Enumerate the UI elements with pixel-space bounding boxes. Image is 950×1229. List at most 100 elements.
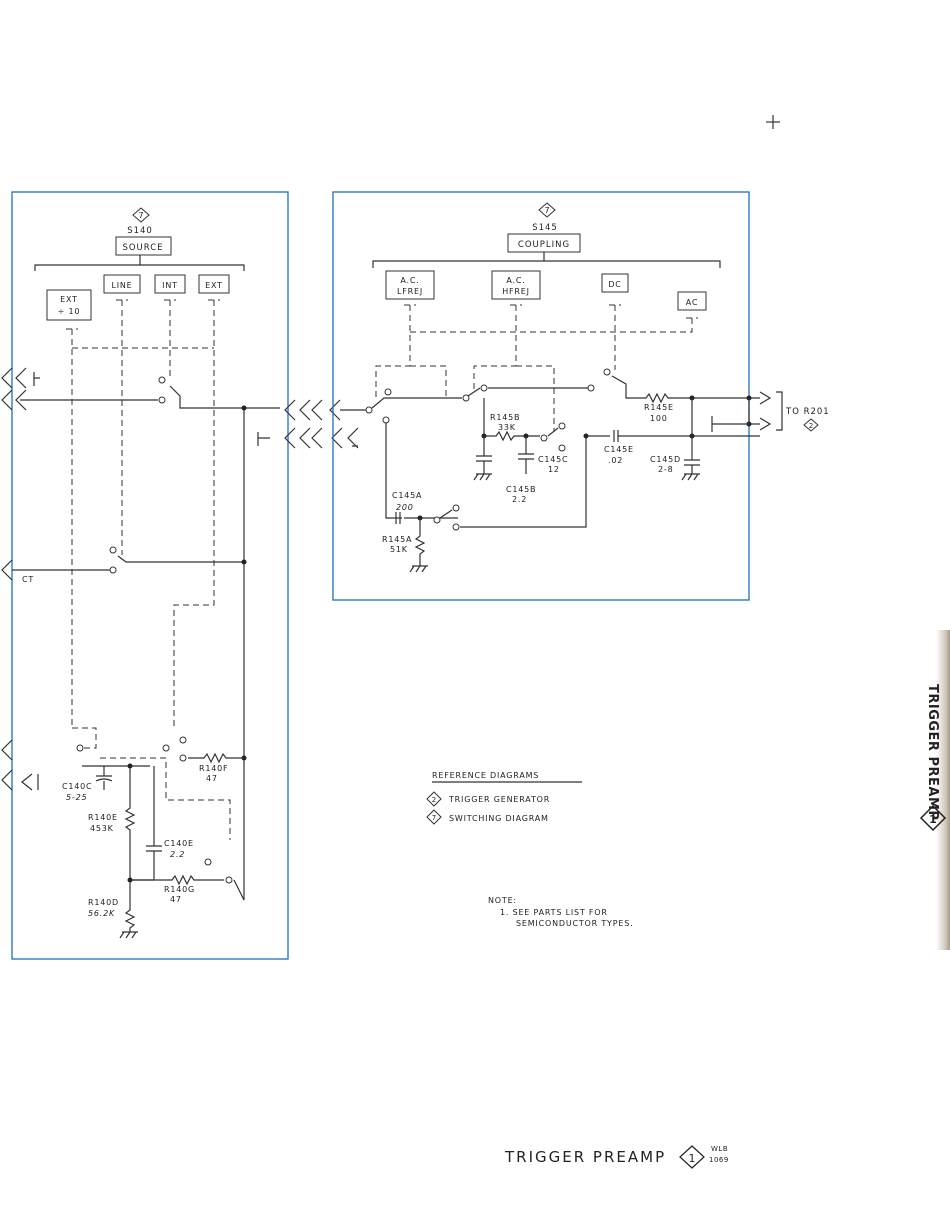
s140-ref-diamond: 7 — [132, 207, 150, 223]
pos-ext-box — [198, 274, 230, 294]
r140f-label: R140F 47 — [199, 764, 228, 783]
pos-int-box — [154, 274, 186, 294]
inter-panel-connectors — [257, 399, 370, 449]
c140c-label: C140C 5-25 — [62, 782, 92, 802]
pos-line: LINE — [111, 281, 132, 290]
left-input-connectors — [1, 367, 40, 791]
pos-ac-box — [677, 291, 707, 311]
note-line-2: SEMICONDUCTOR TYPES. — [516, 919, 633, 928]
svg-text:C145D: C145D — [650, 455, 681, 464]
svg-text:R140D: R140D — [88, 898, 119, 907]
coupling-actuator-links — [375, 304, 698, 432]
footer-initials: WLB — [711, 1145, 728, 1153]
s145-ref-diamond: 7 — [538, 202, 556, 218]
coupling-label: COUPLING — [518, 240, 570, 250]
c145e-label: C145E .02 — [604, 445, 634, 465]
svg-text:R145A: R145A — [382, 535, 412, 544]
svg-text:56.2K: 56.2K — [88, 909, 115, 918]
svg-text:C145E: C145E — [604, 445, 634, 454]
pos-ac-lfrej-box — [385, 270, 435, 300]
pos-ac-hfrej: A.C. — [506, 276, 525, 285]
pos-line-box — [103, 274, 141, 294]
side-tab-title: TRIGGER PREAMP — [925, 684, 940, 820]
note-line-1: 1. SEE PARTS LIST FOR — [500, 908, 608, 917]
r145a-label: R145A 51K — [382, 535, 412, 554]
footer-date: 1069 — [709, 1156, 729, 1164]
svg-text:12: 12 — [548, 465, 560, 474]
footer-diamond: 1 — [679, 1145, 705, 1169]
ref-item-switching-diagram: 7 SWITCHING DIAGRAM — [426, 809, 549, 825]
svg-text:7: 7 — [544, 206, 549, 215]
pos-ac-hfrej-box — [491, 270, 541, 300]
svg-text:C140C: C140C — [62, 782, 92, 791]
r140d-label: R140D 56.2K — [88, 898, 119, 918]
pos-dc-box — [601, 273, 629, 293]
pos-dc: DC — [608, 280, 621, 289]
svg-text:HFREJ: HFREJ — [502, 287, 530, 296]
source-actuator-links — [66, 299, 231, 840]
svg-text:C145B: C145B — [506, 485, 536, 494]
coupling-bracket — [372, 252, 721, 268]
source-bracket — [34, 255, 245, 271]
output-label: TO R201 2 — [785, 407, 830, 432]
pos-ext: EXT — [205, 281, 223, 290]
svg-text:7: 7 — [432, 814, 436, 822]
svg-text:51K: 51K — [390, 545, 408, 554]
s145-id: S145 — [532, 223, 558, 233]
svg-text:100: 100 — [650, 414, 668, 423]
r145b-label: R145B 33K — [490, 413, 520, 432]
c145b-label: C145B 2.2 — [506, 485, 536, 504]
source-panel-border — [11, 191, 289, 960]
svg-text:2: 2 — [432, 796, 436, 804]
pos-ext10-box — [46, 289, 92, 321]
ct-label: CT — [22, 575, 34, 584]
r140e-label: R140E 453K — [88, 813, 118, 833]
ref-diagrams-title: REFERENCE DIAGRAMS — [432, 771, 539, 780]
svg-text:.02: .02 — [608, 456, 623, 465]
source-label-box — [115, 236, 172, 256]
svg-text:÷ 10: ÷ 10 — [58, 307, 81, 316]
pos-ac-lfrej: A.C. — [400, 276, 419, 285]
c145d-label: C145D 2-8 — [650, 455, 681, 474]
svg-text:SWITCHING DIAGRAM: SWITCHING DIAGRAM — [449, 814, 549, 823]
source-label: SOURCE — [122, 243, 163, 253]
svg-text:TO R201: TO R201 — [785, 407, 830, 417]
svg-text:TRIGGER GENERATOR: TRIGGER GENERATOR — [448, 795, 550, 804]
pos-ac: AC — [686, 298, 699, 307]
page-edge-shadow — [936, 630, 950, 950]
svg-text:1: 1 — [689, 1152, 696, 1165]
svg-text:2-8: 2-8 — [658, 465, 673, 474]
c145c-label: C145C 12 — [538, 455, 568, 474]
svg-text:2.2: 2.2 — [170, 850, 185, 859]
svg-text:R145E: R145E — [644, 403, 674, 412]
ref-item-trigger-generator: 2 TRIGGER GENERATOR — [426, 791, 550, 807]
svg-text:200: 200 — [396, 503, 414, 512]
r140g-label: R140G 47 — [164, 885, 195, 904]
s140-id: S140 — [127, 226, 153, 236]
svg-text:2.2: 2.2 — [512, 495, 527, 504]
svg-text:1: 1 — [929, 813, 937, 826]
note-title: NOTE: — [488, 896, 517, 905]
svg-text:R145B: R145B — [490, 413, 520, 422]
c145a-label: C145A 200 — [392, 491, 422, 512]
svg-text:5-25: 5-25 — [66, 793, 87, 802]
svg-text:R140G: R140G — [164, 885, 195, 894]
footer-title: TRIGGER PREAMP — [504, 1148, 666, 1166]
svg-text:R140F: R140F — [199, 764, 228, 773]
svg-text:LFREJ: LFREJ — [397, 287, 423, 296]
svg-text:47: 47 — [170, 895, 182, 904]
coupling-switch-wiring — [365, 368, 783, 573]
svg-text:C145C: C145C — [538, 455, 568, 464]
svg-text:33K: 33K — [498, 423, 516, 432]
pos-ext10: EXT — [60, 295, 78, 304]
svg-text:7: 7 — [138, 211, 143, 220]
side-tab-diamond: 1 — [919, 804, 947, 832]
svg-text:C145A: C145A — [392, 491, 422, 500]
registration-mark — [766, 115, 780, 129]
r145e-label: R145E 100 — [644, 403, 674, 423]
svg-text:R140E: R140E — [88, 813, 118, 822]
svg-text:453K: 453K — [90, 824, 114, 833]
pos-int: INT — [162, 281, 178, 290]
c140e-label: C140E 2.2 — [164, 839, 193, 859]
